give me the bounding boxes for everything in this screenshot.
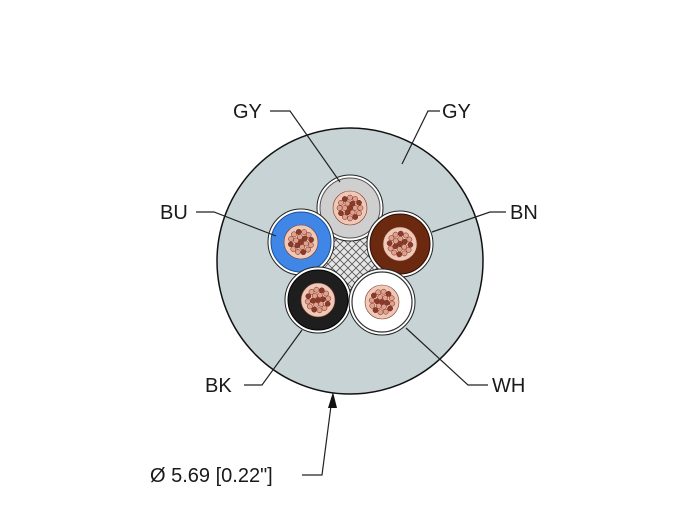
core-top bbox=[316, 174, 384, 242]
label-core-left: BU bbox=[160, 202, 188, 224]
label-core-bottom-left: BK bbox=[205, 375, 232, 397]
label-core-bottom-right: WH bbox=[492, 375, 525, 397]
dimension-label: Ø 5.69 [0.22"] bbox=[150, 465, 273, 487]
leader-jacket bbox=[401, 110, 440, 165]
conductor-bottom-right bbox=[364, 284, 400, 320]
leader-core-bottom-right bbox=[405, 327, 488, 386]
leader-core-left bbox=[196, 211, 277, 237]
label-core-right: BN bbox=[510, 202, 538, 224]
conductor-bottom-left bbox=[300, 282, 336, 318]
label-jacket: GY bbox=[442, 101, 471, 123]
label-core-top: GY bbox=[233, 101, 262, 123]
leader-core-bottom-left bbox=[244, 329, 303, 386]
conductor-left bbox=[283, 224, 319, 260]
conductor-top bbox=[332, 190, 368, 226]
leader-core-right bbox=[431, 211, 506, 233]
core-right bbox=[366, 210, 434, 278]
core-bottom-left bbox=[284, 266, 352, 334]
conductor-right bbox=[382, 226, 418, 262]
dimension-leader bbox=[302, 397, 333, 476]
leader-core-top bbox=[270, 110, 341, 183]
dimension-arrowhead bbox=[328, 392, 337, 408]
core-bottom-right bbox=[348, 268, 416, 336]
core-left bbox=[267, 208, 335, 276]
